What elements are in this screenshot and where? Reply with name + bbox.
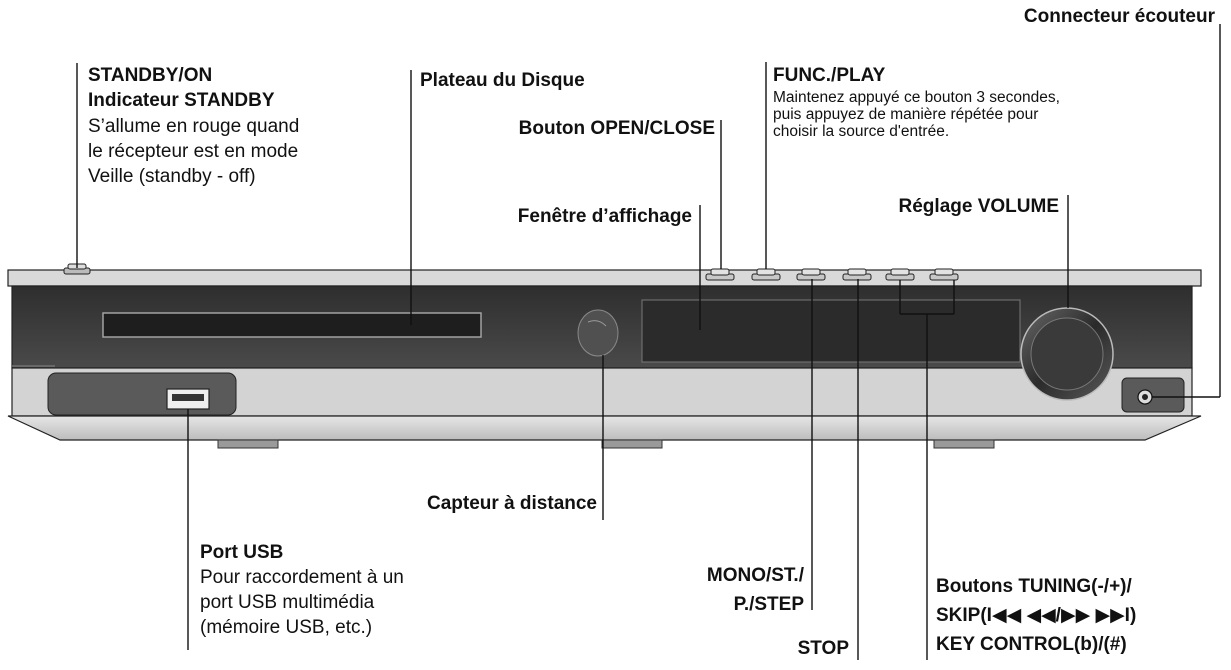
foot-center [601, 439, 663, 449]
open-close-label: Bouton OPEN/CLOSE [518, 118, 715, 139]
remote-sensor [577, 309, 619, 357]
usb-title: Port USB [200, 542, 284, 563]
func-play-desc-3: choisir la source d'entrée. [773, 123, 950, 140]
top-bezel [7, 269, 1202, 287]
standby-desc-2: le récepteur est en mode [88, 141, 299, 162]
func-play-title: FUNC./PLAY [773, 65, 886, 86]
usb-desc-3: (mémoire USB, etc.) [200, 617, 373, 638]
standby-title: STANDBY/ON [88, 65, 213, 86]
base [7, 415, 1202, 441]
foot-right [933, 439, 995, 449]
disc-tray-label: Plateau du Disque [420, 70, 585, 91]
display-window [641, 299, 1021, 363]
mono-label-1: MONO/ST./ [706, 565, 804, 586]
standby-desc-3: Veille (standby - off) [88, 166, 256, 187]
volume-label: Réglage VOLUME [898, 196, 1059, 217]
usb-desc-2: port USB multimédia [200, 592, 375, 613]
usb-desc-1: Pour raccordement à un [200, 567, 404, 588]
mono-label-2: P./STEP [733, 594, 804, 615]
headphone-panel [1121, 377, 1185, 413]
remote-sensor-label: Capteur à distance [427, 493, 597, 514]
disc-tray [102, 312, 482, 338]
tuning-label-2: SKIP(I◀◀ ◀◀/▶▶ ▶▶I) [936, 605, 1137, 626]
display-window-label: Fenêtre d’affichage [517, 206, 692, 227]
foot-left [217, 439, 279, 449]
leader-lines [76, 24, 1221, 660]
standby-indicator-label: Indicateur STANDBY [88, 90, 275, 111]
stop-label: STOP [797, 638, 849, 659]
func-play-desc-1: Maintenez appuyé ce bouton 3 secondes, [773, 89, 1060, 106]
headphone-label: Connecteur écouteur [1023, 6, 1215, 27]
func-play-desc-2: puis appuyez de manière répétée pour [773, 106, 1039, 123]
standby-desc-1: S’allume en rouge quand [88, 116, 300, 137]
tuning-label-3: KEY CONTROL(b)/(#) [936, 634, 1127, 655]
tuning-label-1: Boutons TUNING(-/+)/ [936, 576, 1132, 597]
